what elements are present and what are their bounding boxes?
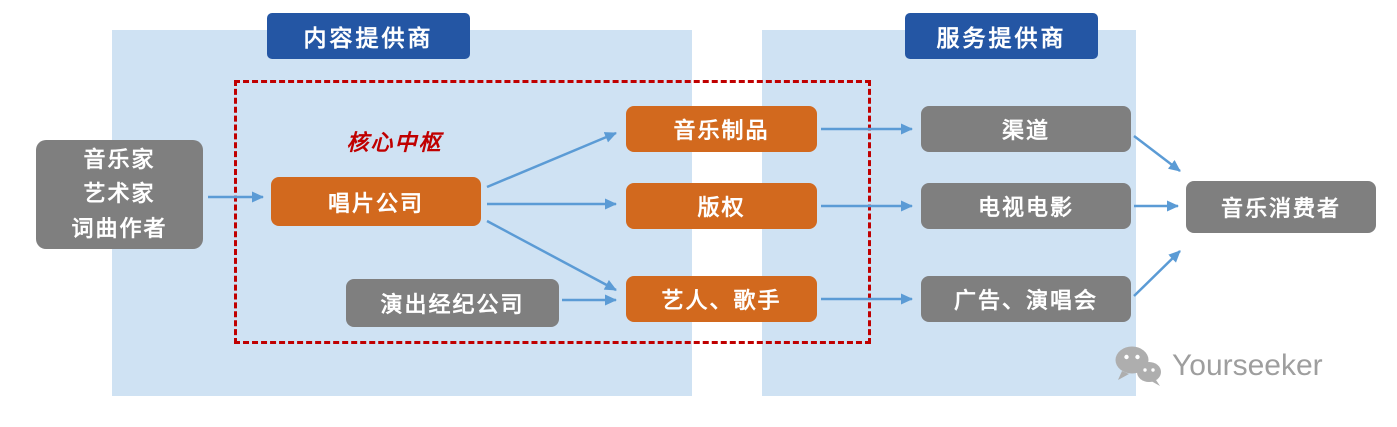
node-copyright: 版权 [626, 183, 817, 229]
node-tv-film: 电视电影 [921, 183, 1131, 229]
node-creators: 音乐家 艺术家 词曲作者 [36, 140, 203, 249]
arrow-ads-to-consumers [1133, 250, 1181, 297]
node-music-products: 音乐制品 [626, 106, 817, 152]
watermark: Yourseeker [1112, 344, 1323, 388]
node-artists-singers: 艺人、歌手 [626, 276, 817, 322]
content-provider-header: 内容提供商 [267, 13, 470, 59]
node-agency: 演出经纪公司 [346, 279, 559, 327]
node-consumers: 音乐消费者 [1186, 181, 1376, 233]
wechat-icon [1115, 346, 1161, 386]
node-ads-concerts: 广告、演唱会 [921, 276, 1131, 322]
core-hub-label: 核心中枢 [346, 130, 443, 155]
core-hub-outline [234, 80, 871, 344]
service-provider-header: 服务提供商 [905, 13, 1098, 59]
node-record-company: 唱片公司 [271, 177, 481, 226]
watermark-brand: Yourseeker [1172, 349, 1323, 382]
node-channels: 渠道 [921, 106, 1131, 152]
arrow-channels-to-consumers [1133, 135, 1181, 172]
